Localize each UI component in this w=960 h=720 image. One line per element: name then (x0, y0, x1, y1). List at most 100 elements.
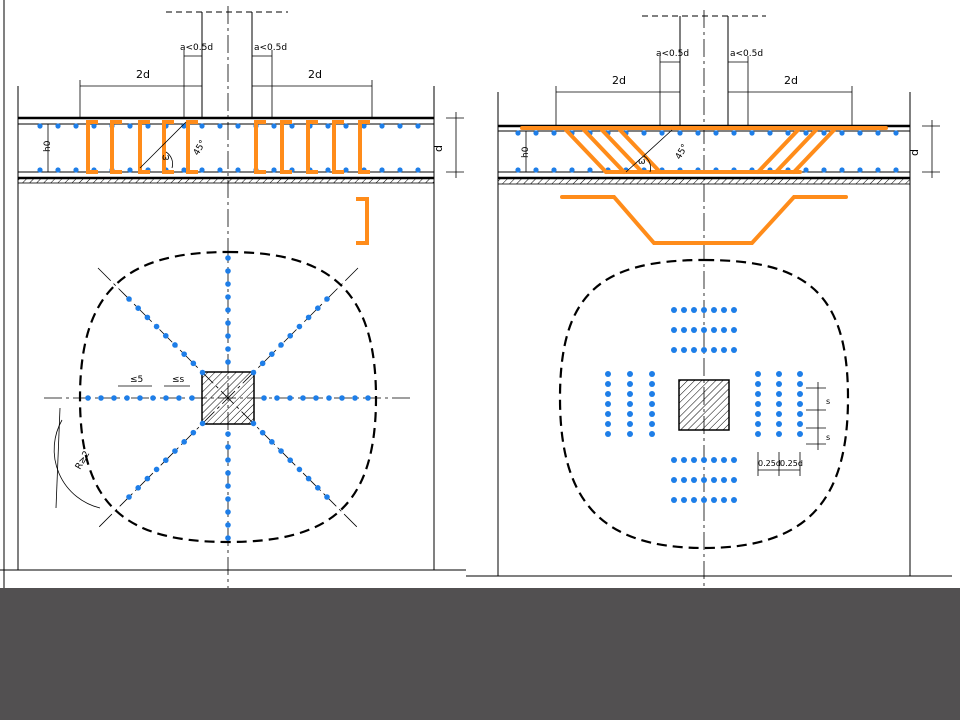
punching-shear-perimeter (78, 250, 378, 544)
rebar-dot (627, 371, 633, 377)
rebar-dot (217, 123, 223, 129)
rebar-dot (85, 395, 91, 401)
rebar-dot (315, 305, 321, 311)
rebar-dot (343, 167, 349, 173)
rebar-dot (691, 327, 697, 333)
bent-bar (618, 128, 662, 174)
rebar-dot (605, 371, 611, 377)
rebar-dot (649, 391, 655, 397)
rebar-dot (324, 494, 330, 500)
rebar-dot (785, 130, 791, 136)
rebar-dot (821, 130, 827, 136)
rebar-dot (176, 395, 182, 401)
rebar-dot (250, 369, 257, 376)
dim-s2: s (826, 433, 830, 442)
rebar-dot (821, 167, 827, 173)
rebar-dot (776, 431, 782, 437)
rebar-dot (162, 457, 169, 464)
rebar-dot (225, 431, 231, 437)
dim-spacing-1: ≤5 (130, 375, 143, 385)
rebar-dot (857, 167, 863, 173)
rebar-dot (776, 391, 782, 397)
rebar-dot (797, 381, 803, 387)
rebar-dot (379, 167, 385, 173)
rebar-dot (145, 123, 151, 129)
bent-bar (582, 128, 626, 174)
rebar-dot (755, 391, 761, 397)
rebar-dot (225, 281, 231, 287)
column-section (201, 371, 255, 425)
rebar-dot (721, 497, 727, 503)
rebar-dot (701, 327, 707, 333)
rebar-dot (305, 475, 312, 482)
rebar-dot (755, 411, 761, 417)
rebar-dot (533, 167, 539, 173)
stirrups (86, 120, 370, 245)
rebar-dot (671, 497, 677, 503)
rebar-dot (649, 411, 655, 417)
rebar-dot (701, 497, 707, 503)
rebar-dot (776, 411, 782, 417)
rebar-dot (649, 381, 655, 387)
rebar-dot (361, 123, 367, 129)
rebar-dot (649, 431, 655, 437)
rebar-dot (135, 305, 141, 311)
rebar-dot (701, 307, 707, 313)
rebar-dot (278, 342, 284, 348)
rebar-dot (797, 371, 803, 377)
rebar-dot (749, 130, 755, 136)
bent-bar (792, 128, 836, 174)
rebar-dot (627, 421, 633, 427)
rebar-dot (711, 307, 717, 313)
rebar-dot (731, 347, 737, 353)
rebar-dot (225, 522, 231, 528)
rebar-dot (671, 347, 677, 353)
rebar-dot (605, 431, 611, 437)
rebar-dot (731, 497, 737, 503)
rebar-dot (225, 496, 231, 502)
stirrup (186, 120, 198, 174)
rebar-dot (803, 130, 809, 136)
rebar-dot (776, 371, 782, 377)
rebar-dot (135, 485, 141, 491)
stirrup (162, 120, 174, 174)
rebar-dot (671, 307, 677, 313)
rebar-dot (271, 123, 277, 129)
slab-rebar-dots (37, 123, 421, 173)
rebar-dot (127, 123, 133, 129)
rebar-dot (875, 167, 881, 173)
rebar-dot (803, 167, 809, 173)
stud-group-dots (605, 307, 803, 503)
rebar-dot (172, 448, 178, 454)
rebar-dot (339, 395, 345, 401)
plan-dimensions (53, 385, 190, 509)
bent-bar (756, 128, 800, 174)
top-dimensions (525, 56, 940, 178)
rebar-dot (627, 431, 633, 437)
rebar-dot (73, 167, 79, 173)
rebar-dot (721, 347, 727, 353)
rebar-dot (415, 123, 421, 129)
rebar-dot (767, 130, 773, 136)
rebar-dot (300, 395, 306, 401)
rebar-dot (691, 457, 697, 463)
rebar-dot (278, 448, 284, 454)
rebar-dot (731, 457, 737, 463)
rebar-dot (225, 470, 231, 476)
rebar-dot (397, 167, 403, 173)
rebar-dot (731, 327, 737, 333)
rebar-dot (839, 167, 845, 173)
rebar-dot (681, 477, 687, 483)
rebar-dot (776, 421, 782, 427)
rebar-dot (681, 457, 687, 463)
top-dimensions (47, 50, 464, 178)
rebar-dot (839, 130, 845, 136)
rebar-dot (797, 391, 803, 397)
rebar-dot (755, 381, 761, 387)
rebar-dot (627, 381, 633, 387)
rebar-dot (691, 307, 697, 313)
rebar-dot (274, 395, 280, 401)
rebar-dot (893, 167, 899, 173)
rebar-dot (776, 381, 782, 387)
rebar-dot (681, 327, 687, 333)
